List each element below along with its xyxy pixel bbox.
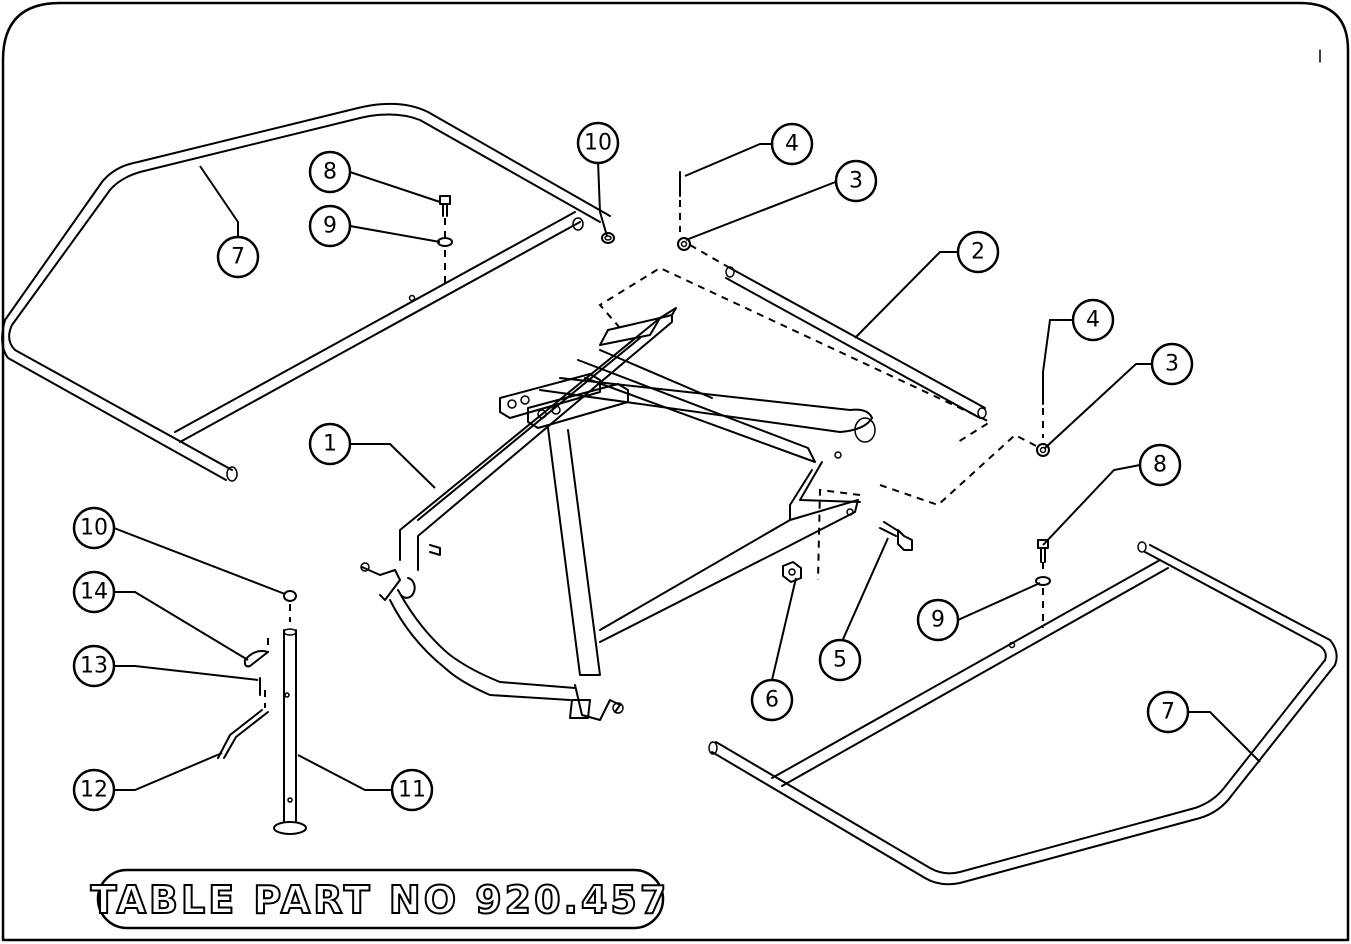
callout-6: 6 [750,678,794,722]
callout-3-lower: 3 [1150,342,1194,386]
title-block: TABLE PART NO 920.457 [90,868,670,930]
callout-7-upper: 7 [216,235,260,279]
callout-3-lower-label: 3 [1165,352,1179,377]
handle-pin [217,709,269,759]
callout-10-upper-label: 10 [584,131,612,156]
callout-3-upper: 3 [834,159,878,203]
callout-1-label: 1 [323,432,337,457]
callout-11: 11 [390,768,434,812]
assembly-dashed-outline-right [879,433,1041,507]
callout-13-label: 13 [80,654,108,679]
callout-8-upper-label: 8 [323,160,337,185]
leader-lines [113,143,1261,791]
callout-14-label: 14 [80,580,108,605]
shaft-dashed [689,244,731,269]
a-frame [360,307,876,721]
callout-5: 5 [818,638,862,682]
r-clip [243,638,269,668]
callout-13: 13 [72,644,116,688]
hex-bolt [879,521,913,551]
assembly-dashed-outline [598,266,993,443]
callout-4-upper: 4 [770,122,814,166]
callout-14: 14 [72,570,116,614]
end-cap-lower [283,590,297,622]
bolt-washer-lower [1035,539,1051,628]
callout-9-lower: 9 [916,598,960,642]
callout-7-lower-label: 7 [1161,700,1175,725]
small-pin [259,677,266,708]
bolt-washer-upper [437,195,453,285]
callout-4-lower: 4 [1071,298,1115,342]
callout-4-lower-label: 4 [1086,308,1100,333]
callout-8-lower: 8 [1138,443,1182,487]
callout-9-upper: 9 [308,204,352,248]
collar-and-pin-lower [1036,371,1050,457]
callout-9-lower-label: 9 [931,608,945,633]
callout-10-upper: 10 [576,121,620,165]
collar-and-pin-upper [677,171,691,251]
callout-2-label: 2 [971,240,985,265]
guard-frame-right [708,541,1338,886]
callout-4-upper-label: 4 [785,132,799,157]
callout-11-label: 11 [398,778,426,803]
assembly-dashed-bolt [817,488,861,581]
callout-3-upper-label: 3 [849,169,863,194]
callout-7-upper-label: 7 [231,245,245,270]
callout-8-lower-label: 8 [1153,453,1167,478]
shaft [725,266,987,419]
hex-nut [782,561,802,583]
callout-2: 2 [956,230,1000,274]
callout-5-label: 5 [833,648,847,673]
callout-12-label: 12 [80,778,108,803]
end-cap-upper [601,232,615,244]
callout-12: 12 [72,768,116,812]
callout-10-lower-label: 10 [80,516,108,541]
callout-8-upper: 8 [308,150,352,194]
support-post [273,628,307,835]
callout-1: 1 [308,422,352,466]
callout-7-lower: 7 [1146,690,1190,734]
callout-9-upper-label: 9 [323,214,337,239]
callout-10-lower: 10 [72,506,116,550]
title-text: TABLE PART NO 920.457 [91,878,670,922]
callout-6-label: 6 [765,688,779,713]
guard-frame-left [1,102,611,482]
